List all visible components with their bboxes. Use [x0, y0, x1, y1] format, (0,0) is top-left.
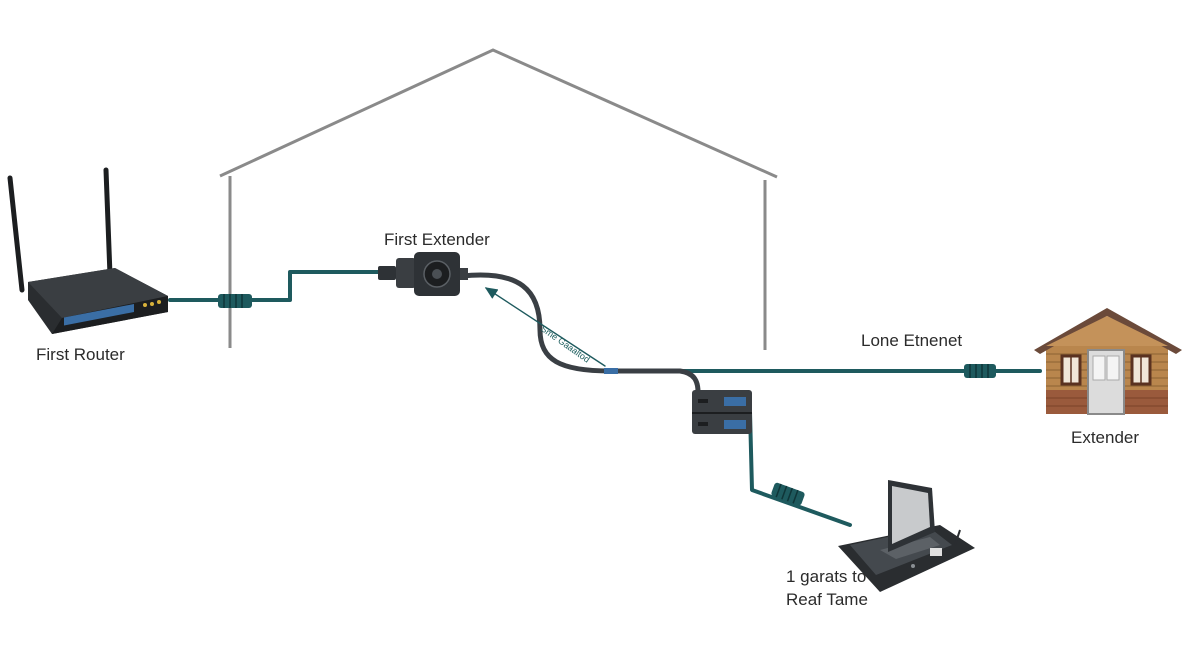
label-extender: Extender [1071, 428, 1139, 447]
label-first-router: First Router [36, 345, 125, 364]
cable-router-to-extender [168, 270, 387, 302]
label-laptop-line2: Reaf Tame [786, 590, 868, 609]
router-icon [7, 167, 168, 334]
label-lone-ethernet: Lone Etnenet [861, 331, 962, 350]
cable-switch-to-laptop [748, 410, 852, 527]
connector-icon [771, 482, 805, 506]
cable-joint [604, 368, 618, 374]
label-first-extender: First Extender [384, 230, 490, 249]
label-laptop-line1: 1 garats to [786, 567, 866, 586]
cable-extender-down [459, 272, 613, 374]
house-outline [219, 48, 778, 350]
annotation-arrow [484, 287, 606, 367]
house-icon [1034, 308, 1182, 415]
connector-icon [964, 364, 996, 378]
connector-icon [218, 294, 252, 308]
extender-icon [378, 252, 468, 296]
label-arrow-annotation: Sme Gaaaltod [539, 323, 592, 364]
switch-icon [692, 390, 752, 434]
laptop-icon [838, 480, 975, 592]
cable-to-switch [607, 368, 701, 395]
